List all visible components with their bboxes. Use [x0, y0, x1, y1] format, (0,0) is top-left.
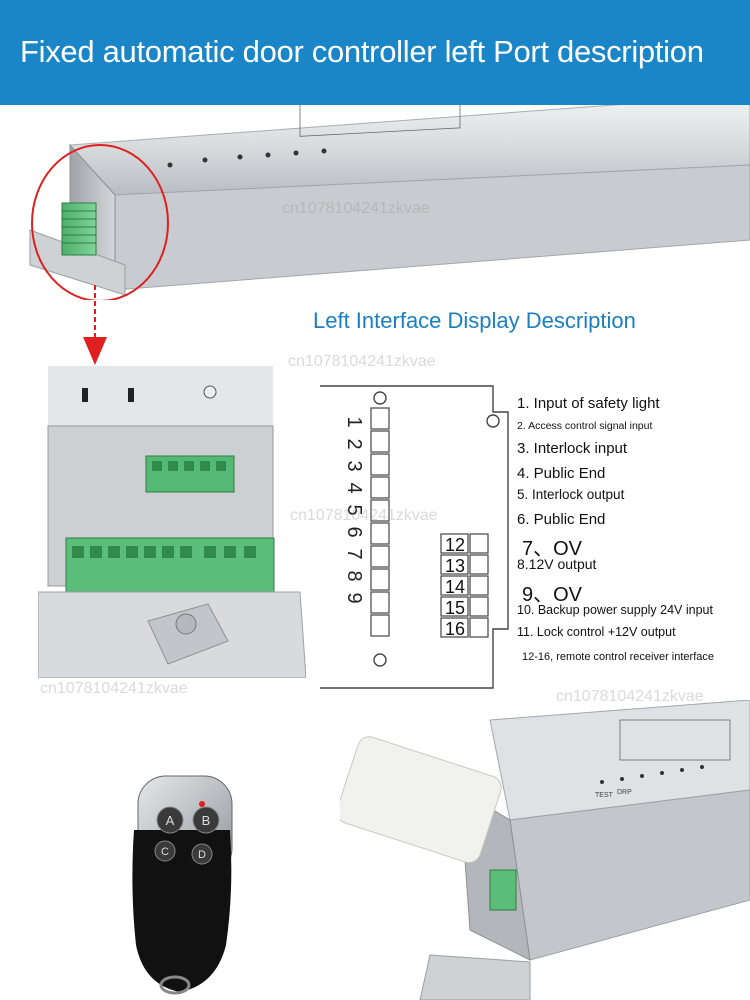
description-item: 8.12V output: [517, 556, 597, 572]
remote-button-label: D: [198, 849, 206, 861]
remote-control-photo: A B C D: [120, 770, 240, 1000]
remote-button-label: C: [161, 846, 169, 858]
remote-button-label: B: [202, 813, 211, 828]
watermark: cn1078104241zkvae: [288, 353, 436, 370]
description-item: 9、OV: [522, 584, 583, 606]
page-title: Fixed automatic door controller left Por…: [20, 34, 704, 69]
terminal-label: 12: [444, 535, 466, 555]
description-item: 2. Access control signal input: [517, 420, 653, 432]
description-item: 12-16, remote control receiver interface: [522, 651, 714, 663]
remote-control-illustration: A B C D: [132, 775, 233, 995]
panel-label: DRP: [617, 789, 632, 796]
description-item: 5. Interlock output: [517, 487, 625, 502]
section-heading: Left Interface Display Description: [313, 308, 636, 333]
watermark: cn1078104241zkvae: [40, 680, 188, 697]
terminal-label: 15: [444, 598, 466, 618]
watermark: cn1078104241zkvae: [290, 507, 438, 524]
description-item: 11. Lock control +12V output: [517, 625, 676, 639]
arrow-down-icon: [83, 285, 107, 365]
terminal-outline: [320, 385, 509, 689]
port-closeup-illustration: [37, 366, 307, 679]
header-banner: Fixed automatic door controller left Por…: [0, 0, 750, 105]
controller-receiver-photo: TEST DRP: [336, 699, 750, 1000]
terminal-label: 14: [444, 577, 466, 597]
remote-button-label: A: [166, 813, 175, 828]
terminal-label: 16: [444, 619, 466, 639]
controller-top-photo: cn1078104241zkvae: [0, 105, 750, 300]
description-item: 3. Interlock input: [517, 440, 628, 457]
description-item: 6. Public End: [517, 511, 606, 528]
controller-receiver-illustration: TEST DRP: [336, 699, 750, 1000]
terminal-diagram: [318, 384, 510, 690]
panel-label: TEST: [595, 792, 614, 799]
watermark: cn1078104241zkvae: [282, 200, 430, 217]
pin-number-column: 1 2 3 4 5 6 7 8 9: [341, 408, 367, 603]
description-item: 7、OV: [522, 538, 583, 560]
watermark: cn1078104241zkvae: [556, 688, 704, 705]
pin-number: 9: [343, 592, 365, 604]
description-item: 1. Input of safety light: [517, 395, 660, 412]
port-closeup-photo: [37, 366, 307, 679]
controller-illustration: [29, 105, 750, 300]
description-item: 10. Backup power supply 24V input: [517, 603, 713, 617]
terminal-label: 13: [444, 556, 466, 576]
description-item: 4. Public End: [517, 465, 606, 482]
